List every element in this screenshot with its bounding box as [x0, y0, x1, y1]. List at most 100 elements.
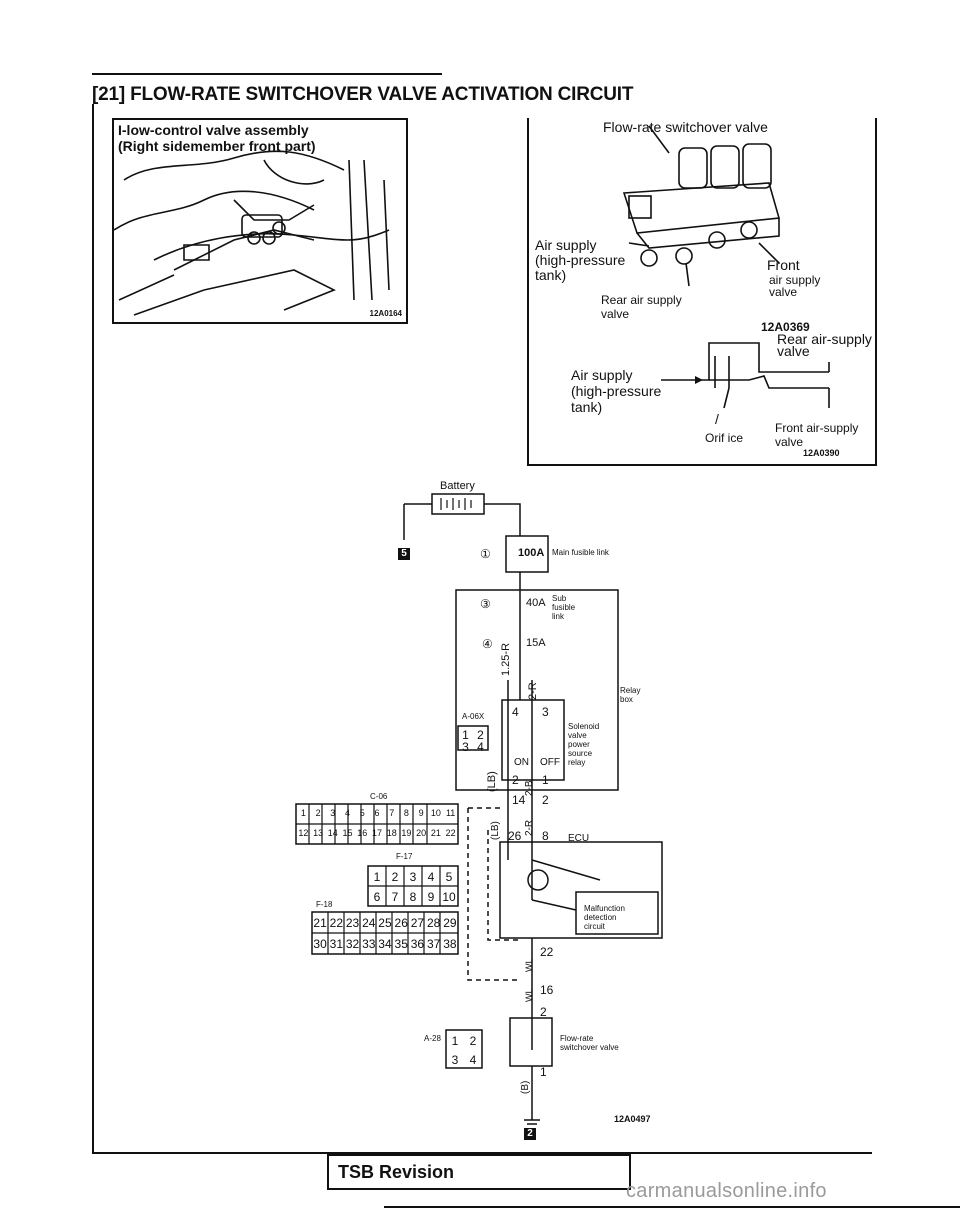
- connector-pin: 8: [403, 808, 409, 818]
- tank-label-2: (high-pressure: [571, 383, 662, 399]
- connector-pin: 17: [371, 828, 382, 838]
- main-fusible-label: Main fusible link: [552, 548, 609, 557]
- ground-bottom-badge: 2: [524, 1128, 536, 1140]
- front-label-1: Front: [767, 257, 800, 273]
- connector-pin: 27: [410, 916, 425, 931]
- malfunction-2: detection: [584, 913, 617, 922]
- connector-pin: 22: [329, 916, 343, 931]
- connector-pin: 19: [401, 828, 412, 838]
- rear-label-2: valve: [601, 307, 630, 321]
- engine-bay-illustration: [114, 150, 390, 316]
- connector-pin: 31: [329, 937, 343, 952]
- connector-pin: 13: [313, 828, 324, 838]
- valve-photo-code: 12A0369: [761, 320, 810, 334]
- connector-pin: 7: [389, 808, 395, 818]
- connector-pin: 26: [394, 916, 408, 931]
- connector-pin: 7: [391, 890, 399, 904]
- wire-lb-2: (LB): [490, 821, 501, 840]
- pin-2-valve: 2: [540, 1005, 547, 1019]
- circuit-code: 12A0497: [614, 1114, 651, 1124]
- wire-b: (B): [520, 1080, 531, 1094]
- connector-pin: 15: [342, 828, 353, 838]
- valve-assembly-photo: I-low-control valve assembly (Right side…: [112, 118, 408, 324]
- connector-pin: 18: [386, 828, 397, 838]
- connector-pin: 32: [345, 937, 360, 952]
- connector-c06: C-06: [370, 792, 388, 801]
- orifice-label: Orif ice: [705, 431, 744, 445]
- connector-pin: 12: [298, 828, 309, 838]
- sub-fusible-label: Sub fusible link: [552, 594, 576, 621]
- connector-pin: 24: [362, 916, 376, 931]
- connector-a28: A-28: [424, 1034, 441, 1043]
- page-title: [21] FLOW-RATE SWITCHOVER VALVE ACTIVATI…: [92, 84, 634, 105]
- main-fusible-num: ①: [480, 547, 491, 561]
- pin-8: 8: [542, 829, 549, 843]
- relay-on: ON: [514, 757, 529, 768]
- connector-pin: 35: [394, 937, 408, 952]
- connector-pin: 10: [430, 808, 441, 818]
- rear-label-1: Rear air supply: [601, 293, 682, 307]
- footer-rule: [92, 1152, 872, 1154]
- watermark: carmanualsonline.info: [626, 1180, 827, 1202]
- front-air-supply-1: Front air-supply: [775, 421, 859, 435]
- pin-16: 16: [540, 983, 554, 997]
- pin-1-valve: 1: [540, 1065, 547, 1079]
- page-left-rule: [92, 104, 94, 1154]
- air-circuit-code: 12A0390: [803, 448, 840, 458]
- revision-label: TSB Revision: [338, 1162, 455, 1182]
- relay-pin-1: 1: [542, 773, 549, 787]
- relay-pin-4: 4: [512, 705, 519, 719]
- relay-label-3: power: [568, 740, 590, 749]
- connector-pin: 8: [409, 890, 417, 904]
- connector-pin: 3: [451, 1052, 459, 1067]
- relay-off: OFF: [540, 757, 560, 768]
- connector-pin: 1: [462, 728, 469, 743]
- wire-lb: (LB): [486, 771, 498, 792]
- connector-pin: 3: [330, 808, 336, 818]
- flow-rate-label: Flow-rate switchover valve: [603, 119, 768, 135]
- connector-pin: 25: [378, 916, 392, 931]
- battery-label: Battery: [440, 480, 475, 492]
- connector-pin: 2: [477, 728, 484, 743]
- connector-pin: 21: [313, 916, 327, 931]
- connector-pin: 5: [359, 808, 365, 818]
- wire-1-25-r: 1.25-R: [500, 642, 512, 676]
- orifice-slash: /: [715, 411, 719, 427]
- air-supply-3: tank): [535, 267, 567, 283]
- connector-f17: F-17: [396, 852, 413, 861]
- connector-a06x: A-06X: [462, 712, 485, 721]
- rear-air-supply-2: valve: [777, 343, 810, 359]
- malfunction-1: Malfunction: [584, 904, 625, 913]
- connector-pin: 1: [300, 808, 306, 818]
- pin-2-ecu: 2: [542, 793, 549, 807]
- relay-label-5: relay: [568, 758, 586, 767]
- fuse-amp: 15A: [526, 637, 546, 649]
- connector-pin: 34: [378, 937, 392, 952]
- connector-pin: 21: [430, 828, 441, 838]
- connector-pin: 4: [477, 740, 484, 755]
- connector-pin: 10: [442, 890, 456, 904]
- connector-pin: 3: [462, 740, 469, 755]
- relay-pin-2: 2: [512, 773, 519, 787]
- wire-wl-2: WL: [524, 988, 534, 1003]
- photo-title-1: I-low-control valve assembly: [118, 122, 309, 138]
- front-label-3: valve: [769, 285, 798, 299]
- relay-label-4: source: [568, 749, 593, 758]
- connector-pin: 22: [445, 828, 456, 838]
- ecu-label: ECU: [568, 833, 590, 844]
- air-supply-2: (high-pressure: [535, 252, 626, 268]
- photo-title-2: (Right sidemember front part): [118, 138, 316, 154]
- connector-pin: 23: [345, 916, 360, 931]
- air-circuit-diagram: [661, 342, 830, 409]
- pin-26: 26: [508, 829, 522, 843]
- connector-pin: 1: [373, 870, 381, 884]
- tank-label-3: tank): [571, 399, 603, 415]
- connector-pin: 29: [443, 916, 457, 931]
- connector-pin: 11: [445, 808, 456, 818]
- connector-pin: 5: [445, 870, 453, 884]
- connector-f18: F-18: [316, 900, 333, 909]
- valve-illustration: [622, 125, 781, 287]
